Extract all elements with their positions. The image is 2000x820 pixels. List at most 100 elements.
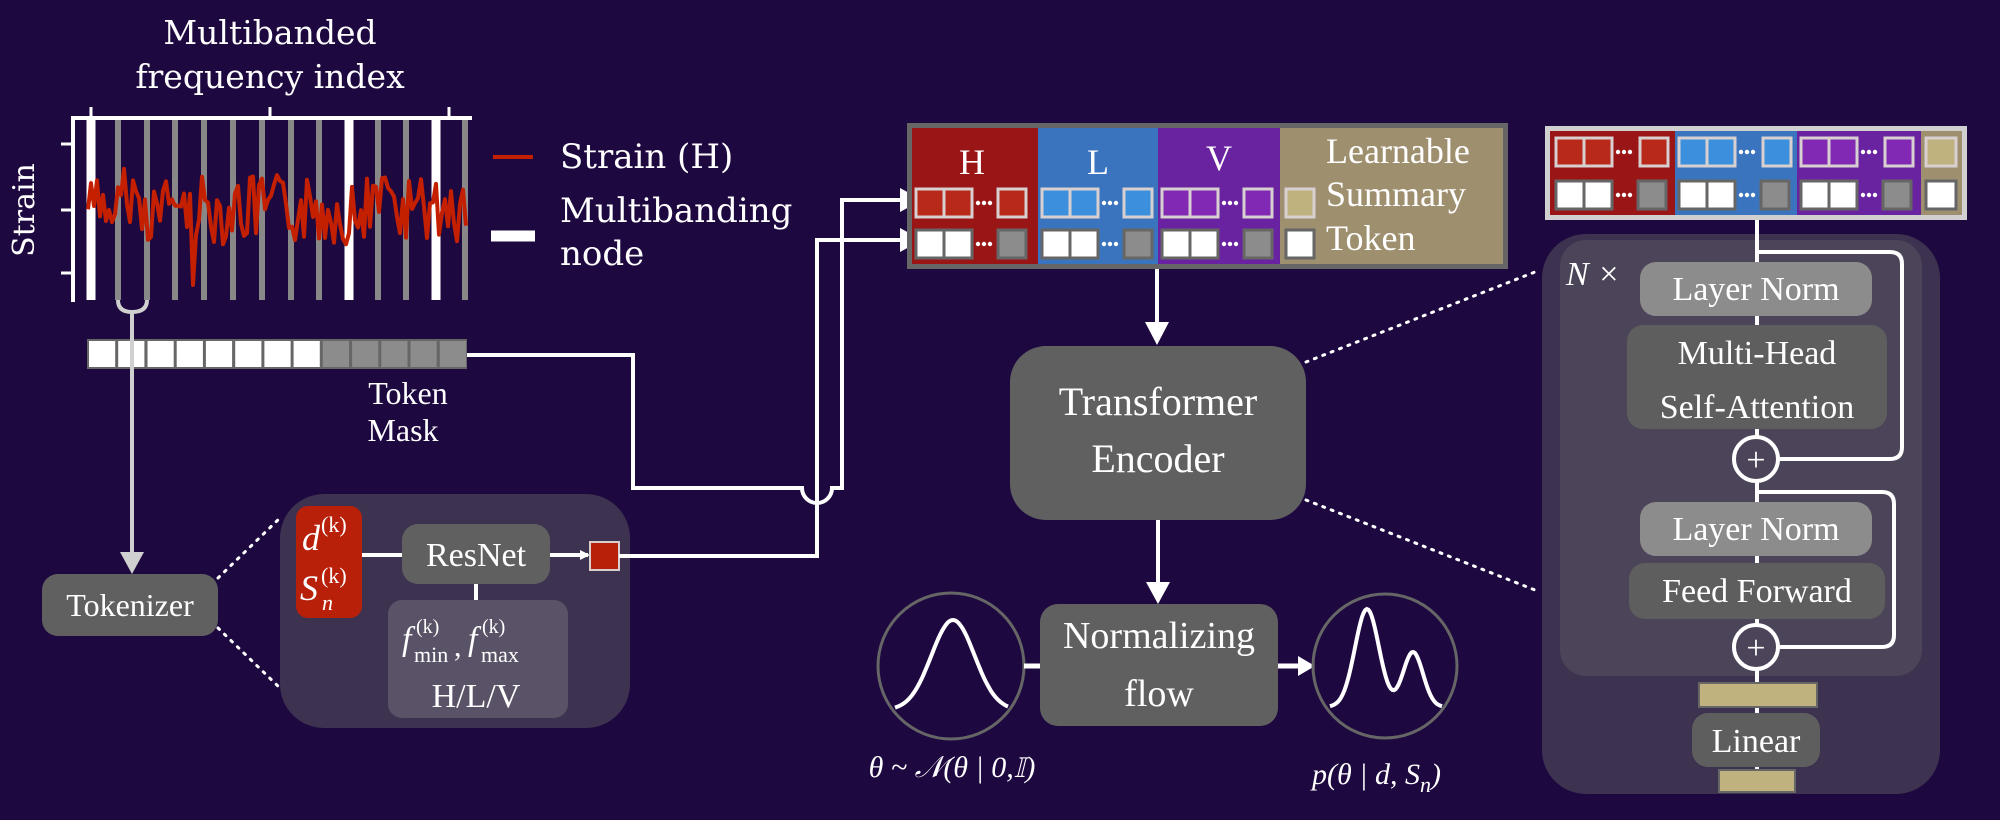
band-label-H: H [959,142,985,182]
mask-token-masked [1122,228,1154,260]
token [1122,187,1154,219]
token [1799,136,1831,168]
zoom-line [216,626,284,692]
ellipsis-dot [987,200,993,206]
sequence-tokens [914,187,1316,260]
strain-series [86,166,468,287]
input-s-sup: (k) [321,563,347,588]
legend-node-label-line1: Multibanding [560,191,792,231]
mask-cell-valid [264,341,291,367]
token-mask-cells [89,341,466,367]
flow-label-line1: Normalizing [1063,615,1255,657]
ellipsis-dot [1621,149,1627,155]
ellipsis-dot [1860,192,1866,198]
ellipsis-dot [1627,149,1633,155]
token-mask-label-line1: Token [368,375,448,411]
merge-bracket [116,299,149,315]
token [996,187,1028,219]
ellipsis-dot [1615,192,1621,198]
repeat-label: N × [1565,256,1620,293]
band-label-L: L [1087,142,1109,182]
arrow-head [120,552,144,574]
ellipsis-dot [981,241,987,247]
ellipsis-dot [1738,149,1744,155]
transformer-encoder: Transformer Encoder [1010,268,1542,594]
plot-title-line1: Multibanded [163,13,376,52]
ellipsis-dot [1860,149,1866,155]
mask-path [467,198,900,505]
input-d-sup: (k) [321,512,347,537]
token [1242,187,1274,219]
token [1160,187,1192,219]
prior-gaussian-curve [894,617,1009,710]
mask-token-valid [1705,179,1737,211]
mask-token-valid [914,228,946,260]
ellipsis-dot [987,241,993,247]
posterior-label-main: p(θ | d, S [1310,758,1420,791]
ellipsis-dot [1866,192,1872,198]
token [1040,187,1072,219]
ellipsis-dot [975,200,981,206]
token [1638,136,1670,168]
mask-token-valid [1160,228,1192,260]
ellipsis-dot [1227,200,1233,206]
ellipsis-dot [1113,241,1119,247]
legend-node-label-line2: node [560,234,644,274]
prior-label: θ ~ 𝒩(θ | 0,𝕀) [869,751,1036,784]
ellipsis-dot [1750,192,1756,198]
ellipsis-dot [981,200,987,206]
mask-token-valid [1582,179,1614,211]
summary-block [1280,128,1503,264]
feed-forward-box [1629,563,1885,619]
zoom-line [1304,498,1542,594]
layer-norm-1-box [1640,262,1872,316]
encoder-label-line1: Transformer [1059,379,1258,424]
tokenizer-box [42,574,218,636]
normalizing-flow: Normalizing flow θ ~ 𝒩(θ | 0,𝕀) p(θ | d,… [869,591,1459,797]
plot-title-line2: frequency index [135,57,405,96]
tokenizer-label: Tokenizer [66,587,194,623]
input-d: d [302,518,321,558]
mask-token-valid [1827,179,1859,211]
mask-cell-masked [439,341,466,367]
strain-plot: Multibanded frequency index Strain [7,13,472,315]
ellipsis-dot [1221,241,1227,247]
ellipsis-dot [1866,149,1872,155]
comma: , [454,630,462,663]
ellipsis-dot [1107,241,1113,247]
feed-forward-label: Feed Forward [1662,573,1852,610]
mask-token-valid [1554,179,1586,211]
ellipsis-dot [1750,149,1756,155]
ellipsis-dot [1233,241,1239,247]
arrow-head [1146,582,1170,604]
mask-cell-valid [89,341,116,367]
residual-connection-1 [1757,250,1904,461]
conditioning-box [388,600,568,718]
flow-label-line2: flow [1124,673,1194,715]
mask-cell-valid [293,341,320,367]
ellipsis-dot [1227,241,1233,247]
mask-token-masked [1242,228,1274,260]
posterior-circle [1311,592,1459,740]
mask-token-valid [942,228,974,260]
summary-token [1924,136,1958,168]
attention-box [1627,325,1887,429]
token-mask-label-line2: Mask [367,412,438,448]
residual-connection-2 [1757,490,1896,649]
ellipsis-dot [1107,200,1113,206]
attention-label-line2: Self-Attention [1660,389,1855,426]
posterior-label: p(θ | d, Sn) [1310,758,1441,797]
token [1761,136,1793,168]
mask-token-masked [1636,179,1668,211]
summary-token [1284,187,1316,219]
tokenizer: Tokenizer d (k) S (k) n ResNet f (k) min… [42,494,630,728]
mask-token-masked [996,228,1028,260]
token-path [619,238,900,558]
ellipsis-dot [1872,149,1878,155]
summary-label-line2: Summary [1326,174,1466,214]
band-label-V: V [1206,138,1232,178]
ellipsis-dot [1101,241,1107,247]
resnet-label: ResNet [426,537,527,574]
layer-norm-2-label: Layer Norm [1672,511,1839,548]
